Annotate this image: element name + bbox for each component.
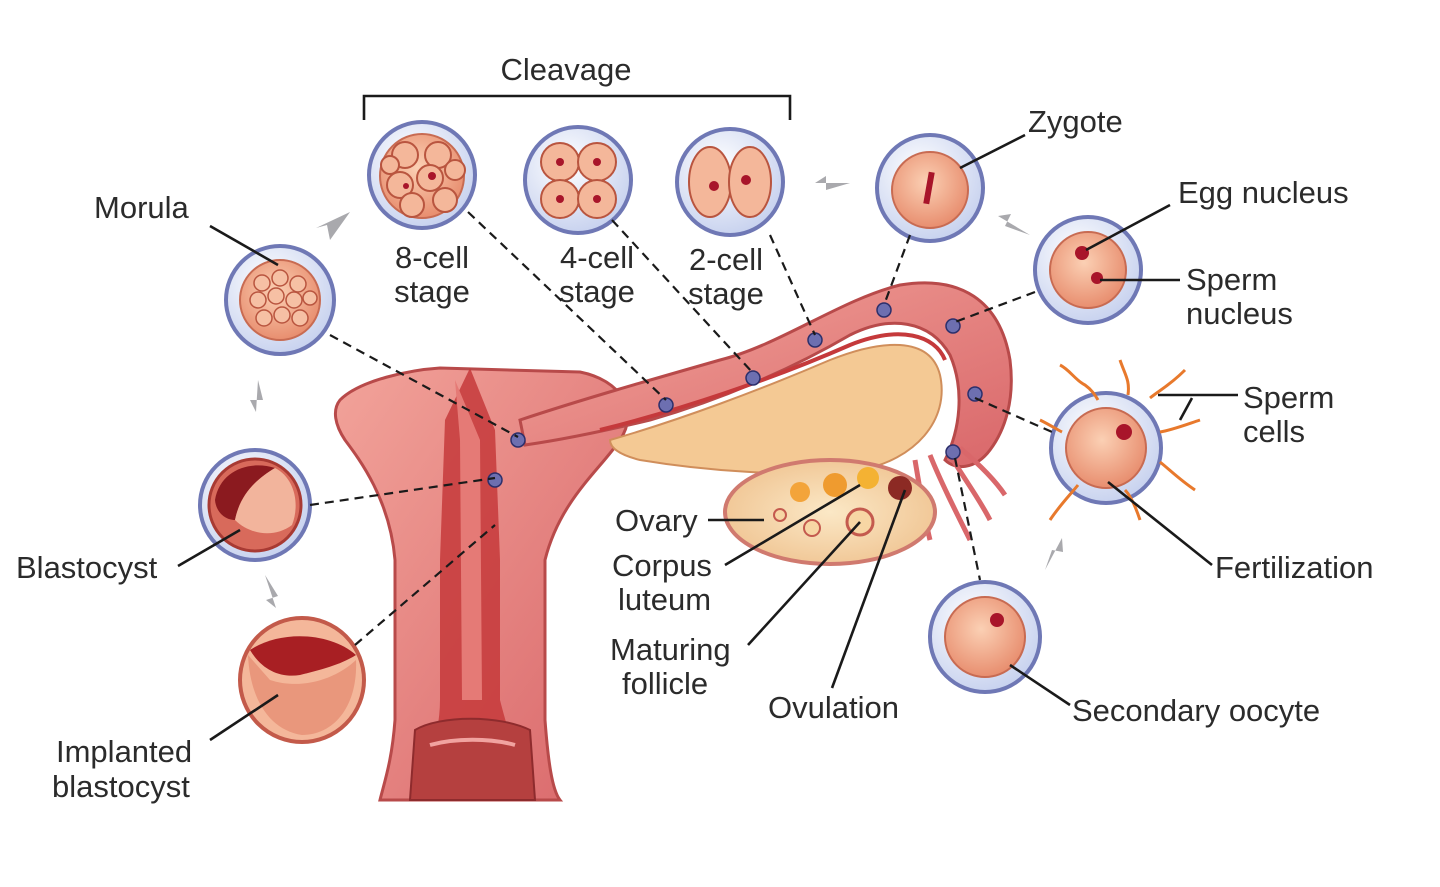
ovary (723, 458, 937, 566)
stage-arrows (250, 176, 1063, 608)
leader-lines (177, 133, 1238, 742)
label-sperm-nucleus-1: Sperm (1186, 262, 1277, 297)
label-ovulation: Ovulation (768, 690, 899, 725)
label-morula: Morula (94, 190, 190, 225)
label-implanted-2: blastocyst (52, 769, 190, 804)
label-zygote: Zygote (1028, 104, 1123, 139)
zygote (875, 133, 985, 243)
dashed-connectors (309, 211, 1053, 646)
uterus (333, 366, 630, 802)
tube-markers (487, 302, 983, 488)
label-secondary-oocyte: Secondary oocyte (1072, 693, 1320, 728)
implanted-blastocyst (238, 616, 366, 744)
sperm-tails (1039, 359, 1201, 521)
label-cleavage: Cleavage (501, 52, 632, 87)
label-4cell-2: stage (559, 274, 635, 309)
label-ovary: Ovary (615, 503, 698, 538)
label-implanted-1: Implanted (56, 734, 192, 769)
label-2cell-1: 2-cell (689, 242, 763, 277)
label-corpus-2: luteum (618, 582, 711, 617)
cleavage-bracket (362, 94, 792, 120)
stage-4-cell (523, 125, 633, 235)
label-8cell-1: 8-cell (395, 240, 469, 275)
label-egg-nucleus: Egg nucleus (1178, 175, 1349, 210)
label-sperm-cells-2: cells (1243, 414, 1305, 449)
secondary-oocyte (928, 580, 1042, 694)
egg-sperm-nuclei (1033, 215, 1143, 325)
uterine-tube (518, 281, 1013, 542)
labels: Cleavage Zygote Morula 8-cell stage 4-ce… (16, 52, 1374, 804)
label-blastocyst: Blastocyst (16, 550, 158, 585)
stage-8-cell (367, 120, 477, 230)
label-maturing-2: follicle (622, 666, 708, 701)
label-sperm-cells-1: Sperm (1243, 380, 1334, 415)
label-corpus-1: Corpus (612, 548, 712, 583)
morula (224, 244, 336, 356)
stage-2-cell (675, 127, 785, 237)
label-maturing-1: Maturing (610, 632, 731, 667)
label-4cell-1: 4-cell (560, 240, 634, 275)
label-fertilization: Fertilization (1215, 550, 1374, 585)
label-8cell-2: stage (394, 274, 470, 309)
fertilization-egg (1039, 359, 1201, 521)
label-2cell-2: stage (688, 276, 764, 311)
label-sperm-nucleus-2: nucleus (1186, 296, 1293, 331)
blastocyst (198, 448, 312, 562)
